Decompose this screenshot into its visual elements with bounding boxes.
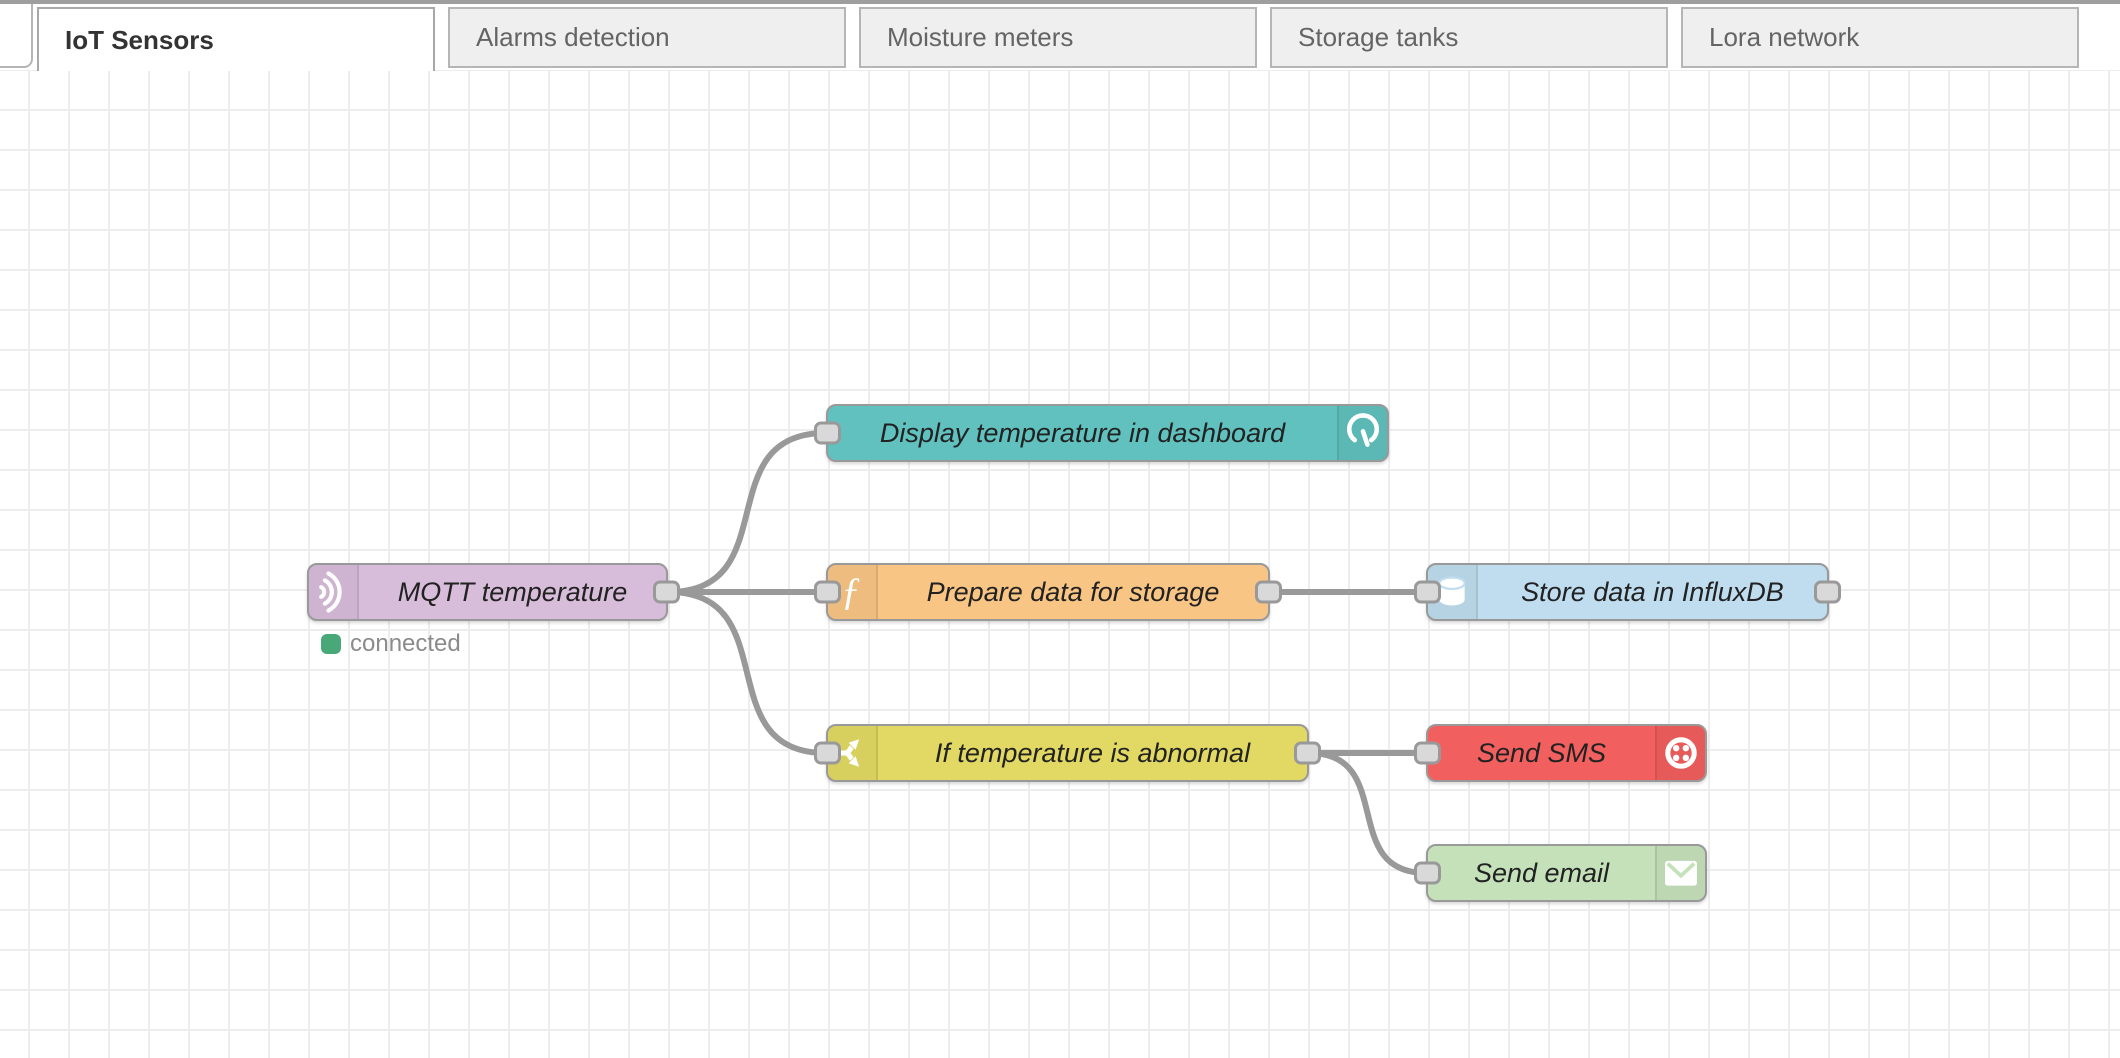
status-indicator-dot bbox=[321, 634, 341, 654]
input-port[interactable] bbox=[814, 580, 841, 604]
node-label: MQTT temperature bbox=[397, 576, 628, 607]
node-twilio[interactable]: Send SMS bbox=[1414, 724, 1707, 782]
tab-label: IoT Sensors bbox=[65, 24, 214, 55]
node-label: If temperature is abnormal bbox=[934, 737, 1251, 768]
wire-switch-email[interactable] bbox=[1308, 750, 1427, 876]
output-port[interactable] bbox=[1294, 741, 1321, 765]
node-email[interactable]: Send email bbox=[1414, 844, 1707, 902]
gauge-icon bbox=[1337, 406, 1387, 460]
node-label: Send SMS bbox=[1476, 737, 1607, 768]
node-label: Send email bbox=[1473, 857, 1610, 888]
output-port[interactable] bbox=[1814, 580, 1841, 604]
node-layer: MQTT temperature connected Display tempera… bbox=[0, 70, 2120, 1058]
node-switch[interactable]: If temperature is abnormal bbox=[814, 724, 1321, 782]
flow-tab-bar: IoT Sensors Alarms detection Moisture mete… bbox=[0, 0, 2120, 71]
node-label: Store data in InfluxDB bbox=[1521, 576, 1784, 607]
node-mqtt[interactable]: MQTT temperature bbox=[307, 563, 680, 621]
tab-iot-sensors[interactable]: IoT Sensors bbox=[37, 7, 435, 71]
flow-canvas[interactable]: MQTT temperature connected Display tempera… bbox=[0, 70, 2120, 1058]
tab-storage-tanks[interactable]: Storage tanks bbox=[1270, 7, 1668, 68]
node-influxdb[interactable]: Store data in InfluxDB bbox=[1414, 563, 1841, 621]
tab-lora-network[interactable]: Lora network bbox=[1681, 7, 2079, 68]
input-port[interactable] bbox=[1414, 580, 1441, 604]
output-port[interactable] bbox=[1255, 580, 1282, 604]
tab-label: Moisture meters bbox=[887, 22, 1074, 52]
tab-label: Alarms detection bbox=[476, 22, 670, 52]
tab-alarms-detection[interactable]: Alarms detection bbox=[448, 7, 846, 68]
node-label: Prepare data for storage bbox=[926, 576, 1220, 607]
input-port[interactable] bbox=[814, 421, 841, 445]
svg-text:ƒ: ƒ bbox=[841, 570, 861, 613]
wire-layer bbox=[667, 430, 1427, 876]
output-port[interactable] bbox=[653, 580, 680, 604]
wire-mqtt-switch[interactable] bbox=[667, 589, 827, 756]
twilio-icon bbox=[1655, 726, 1705, 780]
status-text: connected bbox=[350, 630, 461, 657]
window-top-border bbox=[0, 0, 2120, 4]
input-port[interactable] bbox=[1414, 861, 1441, 885]
node-gauge[interactable]: Display temperature in dashboard bbox=[814, 404, 1389, 462]
envelope-icon bbox=[1655, 846, 1705, 900]
input-port[interactable] bbox=[1414, 741, 1441, 765]
node-status: connected bbox=[321, 630, 461, 658]
input-port[interactable] bbox=[814, 741, 841, 765]
tab-moisture-meters[interactable]: Moisture meters bbox=[859, 7, 1257, 68]
tab-label: Lora network bbox=[1709, 22, 1860, 52]
node-function[interactable]: ƒ Prepare data for storage bbox=[814, 563, 1282, 621]
node-label: Display temperature in dashboard bbox=[879, 417, 1286, 448]
wire-mqtt-gauge[interactable] bbox=[667, 430, 827, 595]
signal-icon bbox=[309, 565, 359, 619]
tab-bar-left-spacer bbox=[0, 4, 33, 68]
tab-label: Storage tanks bbox=[1298, 22, 1459, 52]
database-icon bbox=[1428, 565, 1478, 619]
